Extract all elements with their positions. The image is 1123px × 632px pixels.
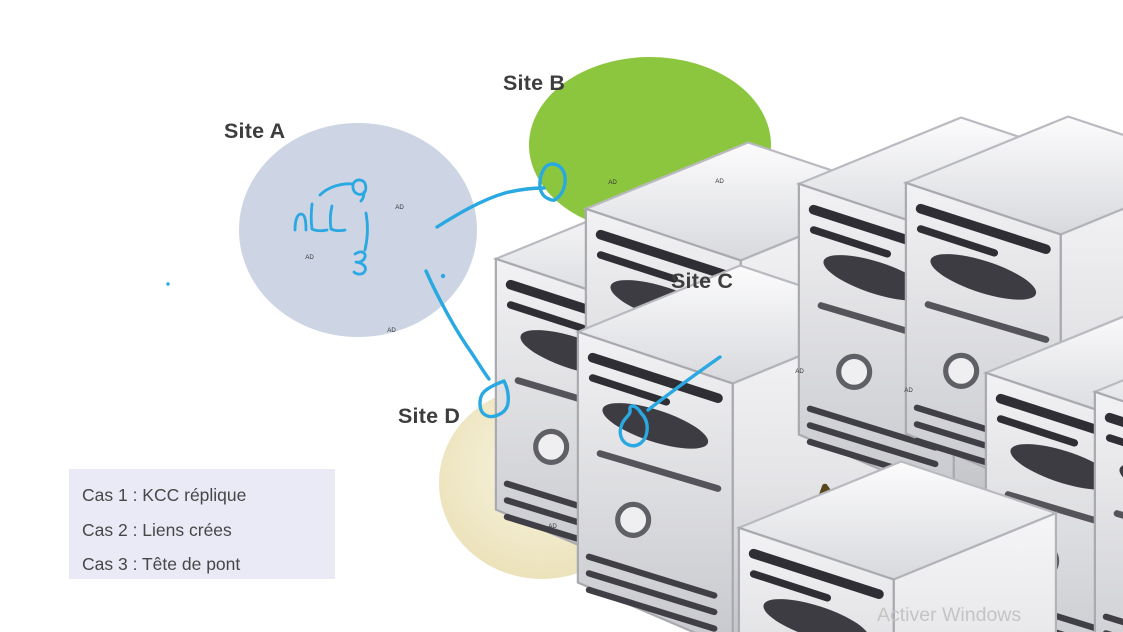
ink-scribble-g bbox=[352, 250, 367, 276]
ink-small-loop bbox=[351, 178, 368, 203]
site-d-label: Site D bbox=[398, 404, 461, 428]
legend-item-cas1: Cas 1 : KCC réplique bbox=[82, 485, 247, 505]
ink-dots bbox=[166, 273, 446, 286]
ad-badge-label: AD bbox=[395, 204, 404, 211]
ink-scribble-n bbox=[293, 212, 308, 232]
ink-line-d-to-c bbox=[646, 355, 722, 412]
server-site-b-right: AD bbox=[715, 115, 1123, 557]
server-site-c-left: AD bbox=[795, 305, 1123, 632]
site-c-label: Site C bbox=[671, 269, 734, 293]
server-site-a-left: AD bbox=[305, 191, 877, 632]
site-a-ellipse bbox=[239, 123, 477, 337]
activate-windows-watermark: Activer Windows bbox=[877, 604, 1022, 626]
legend-item-cas3: Cas 3 : Tête de pont bbox=[82, 554, 241, 574]
server-site-c-right: AD bbox=[904, 324, 1123, 632]
ad-badge-label: AD bbox=[904, 387, 913, 394]
site-a-label: Site A bbox=[224, 119, 286, 143]
ink-dot-left bbox=[166, 282, 170, 286]
ad-badge-label: AD bbox=[548, 523, 557, 530]
ink-hook-site-d-right bbox=[618, 404, 649, 448]
legend-item-cas2: Cas 2 : Liens crées bbox=[82, 519, 232, 540]
site-b-label: Site B bbox=[503, 71, 566, 95]
server-site-d: AD bbox=[548, 460, 1120, 632]
ad-badge-label: AD bbox=[795, 368, 804, 375]
legend-box: Cas 1 : KCC réplique Cas 2 : Liens crées… bbox=[69, 469, 335, 579]
ink-line-a-to-b bbox=[435, 186, 546, 229]
server-site-b-left: AD bbox=[608, 116, 1123, 558]
ink-arc bbox=[318, 182, 355, 197]
ad-badge-label: AD bbox=[305, 254, 314, 261]
server-site-a-top: AD bbox=[395, 141, 967, 583]
server-site-a-bottom: AD bbox=[387, 264, 959, 632]
ink-scribble-l1 bbox=[309, 202, 329, 233]
ad-badge-label: AD bbox=[715, 178, 724, 185]
ink-dot-center bbox=[440, 273, 446, 279]
ink-annotations bbox=[293, 162, 722, 448]
ink-loop-site-b bbox=[538, 162, 567, 202]
ink-scribble-l2 bbox=[328, 204, 347, 233]
ad-badge-label: AD bbox=[387, 327, 396, 334]
ad-badge-label: AD bbox=[608, 179, 617, 186]
ink-loop-site-d-left bbox=[478, 379, 510, 419]
ink-line-a-to-d bbox=[424, 269, 491, 381]
ink-vertical-stroke bbox=[363, 211, 369, 252]
